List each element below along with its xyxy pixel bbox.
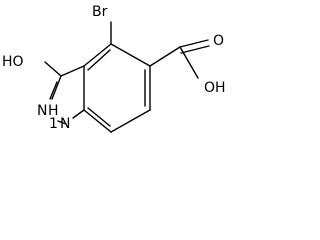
hydrogen-label-nh: H [48, 103, 59, 119]
chemical-structure: Br HO N H N 1 OH O [2, 4, 226, 133]
nitrogen-label-n2: N [37, 103, 47, 119]
bond-c7-c7a-inner [87, 107, 111, 127]
bond-c3-n2 [51, 75, 62, 100]
bond-c7-c7a [83, 109, 112, 133]
bond-n2-n1 [57, 120, 67, 125]
bond-c4-c5 [110, 43, 151, 67]
bond-c-o-double-inner [180, 45, 210, 54]
bromine-label: Br [92, 4, 108, 20]
nitrogen-label-n1: N [60, 116, 70, 132]
bond-c-oh [179, 46, 199, 79]
bond-c3a-c4-inner [87, 49, 111, 71]
bond-c3a-c3 [60, 65, 85, 77]
position-label-1h: 1 [49, 116, 58, 132]
bond-c3-oh [44, 61, 62, 77]
bond-c-o-double [179, 39, 209, 48]
bond-c3a-c4 [83, 43, 112, 67]
bond-c6-c7 [110, 109, 151, 133]
oxygen-label-carbonyl: O [213, 33, 224, 49]
bond-c3-n2-inner [49, 81, 58, 100]
bond-n1-c7a [72, 109, 85, 119]
bond-c6-cooh [149, 46, 181, 67]
hydroxyl-label-right: OH [204, 80, 226, 96]
hydroxyl-label-left: HO [2, 54, 24, 70]
